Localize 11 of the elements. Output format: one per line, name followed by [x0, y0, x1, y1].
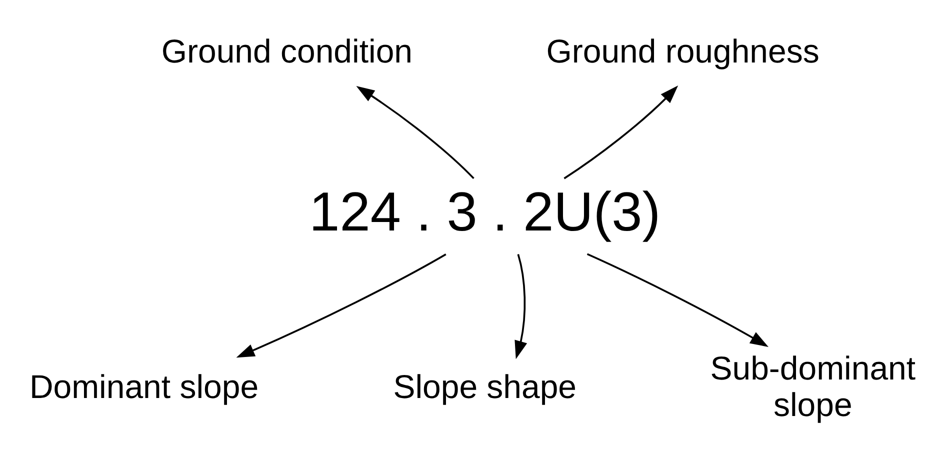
node-text: Slope shape — [393, 368, 577, 405]
arrow — [236, 254, 446, 358]
node-text: Dominant slope — [29, 368, 259, 405]
arrow — [514, 254, 528, 360]
arrow — [586, 253, 769, 347]
node-text: 124 . 3 . 2U(3) — [309, 180, 661, 242]
node-text: Ground condition — [161, 32, 412, 70]
node-text: Ground roughness — [546, 32, 820, 70]
node-text: Sub-dominant slope — [710, 349, 916, 424]
arrow — [356, 86, 474, 180]
arrow — [564, 85, 678, 180]
